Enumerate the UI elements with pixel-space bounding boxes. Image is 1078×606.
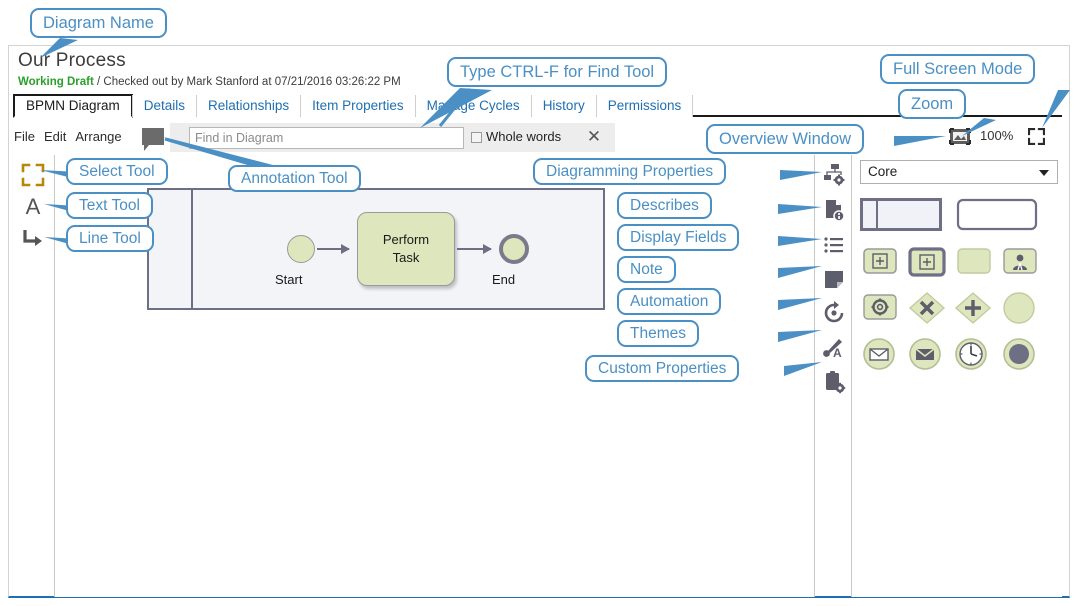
bpmn-lane-divider	[191, 190, 193, 308]
chevron-down-icon	[1039, 170, 1049, 176]
exclusive-gateway-shape[interactable]	[908, 291, 946, 330]
close-icon[interactable]: ✕	[586, 127, 602, 146]
task-shape[interactable]	[956, 247, 992, 280]
tool-palette: A	[9, 155, 55, 597]
search-input[interactable]	[189, 127, 464, 149]
bpmn-sequence-flow-1[interactable]	[317, 244, 350, 254]
list-icon[interactable]	[822, 233, 846, 257]
note-page-icon[interactable]	[822, 267, 846, 291]
whole-words-label[interactable]: Whole words	[486, 129, 562, 144]
callout-zoom: Zoom	[898, 89, 967, 119]
callout-line-tool: Line Tool	[66, 225, 154, 252]
bpmn-task-line1: Perform	[382, 232, 430, 247]
zoom-level[interactable]: 100%	[980, 128, 1014, 143]
menu-file[interactable]: File	[14, 129, 35, 144]
callout-diagramming-properties: Diagramming Properties	[533, 158, 727, 185]
bpmn-start-event[interactable]	[287, 235, 315, 263]
property-icon-strip: A	[816, 155, 852, 597]
timer-event-shape[interactable]	[954, 337, 988, 376]
service-task-shape[interactable]	[862, 293, 898, 326]
bpmn-sequence-flow-2[interactable]	[457, 244, 492, 254]
speech-bubble-icon[interactable]	[142, 128, 164, 151]
callout-describes: Describes	[617, 192, 712, 219]
end-event-shape[interactable]	[1002, 337, 1036, 376]
callout-select-tool: Select Tool	[66, 158, 168, 185]
pool-shape[interactable]	[860, 198, 942, 236]
user-task-shape[interactable]	[1002, 247, 1038, 280]
callout-themes: Themes	[617, 320, 699, 347]
line-arrow-icon[interactable]	[21, 227, 45, 251]
tab-relationships[interactable]: Relationships	[196, 95, 302, 117]
find-toolbar: Whole words ✕	[170, 123, 615, 152]
callout-automation: Automation	[617, 288, 722, 315]
menu-edit[interactable]: Edit	[43, 129, 67, 144]
message-start-event-shape[interactable]	[862, 337, 896, 376]
menu-arrange[interactable]: Arrange	[75, 129, 122, 144]
bpmn-task-line2: Task	[392, 250, 420, 265]
bpmn-end-event[interactable]	[499, 234, 529, 264]
palette-category-select[interactable]: Core	[860, 160, 1058, 184]
bpmn-task[interactable]: Perform Task	[357, 212, 455, 286]
callout-text-tool: Text Tool	[66, 192, 153, 219]
lane-shape[interactable]	[956, 198, 1038, 236]
tab-item-properties[interactable]: Item Properties	[300, 95, 416, 117]
callout-display-fields: Display Fields	[617, 224, 740, 251]
callout-full-screen: Full Screen Mode	[880, 54, 1036, 84]
start-event-shape[interactable]	[1002, 291, 1036, 330]
brush-a-icon[interactable]: A	[822, 335, 846, 360]
overview-window-icon[interactable]	[949, 128, 971, 145]
full-screen-icon[interactable]	[1027, 127, 1046, 146]
callout-custom-properties: Custom Properties	[585, 355, 740, 382]
bpmn-end-label: End	[492, 272, 516, 287]
tab-permissions[interactable]: Permissions	[595, 95, 694, 117]
clipboard-gear-icon[interactable]	[822, 370, 846, 394]
sub-process-shape[interactable]	[862, 247, 898, 280]
automation-refresh-icon[interactable]	[822, 301, 846, 325]
callout-overview: Overview Window	[706, 124, 865, 154]
parallel-gateway-shape[interactable]	[954, 291, 992, 330]
whole-words-checkbox[interactable]	[471, 132, 482, 143]
palette-category-value: Core	[868, 164, 898, 179]
diagram-gear-icon[interactable]	[822, 163, 846, 187]
callout-annotation-tool: Annotation Tool	[228, 165, 361, 192]
status-detail: / Checked out by Mark Stanford at 07/21/…	[93, 76, 401, 88]
document-info-icon[interactable]	[822, 198, 846, 222]
text-tool-icon[interactable]: A	[25, 194, 41, 219]
callout-note: Note	[617, 256, 676, 283]
document-status: Working Draft / Checked out by Mark Stan…	[18, 76, 401, 88]
call-activity-shape[interactable]	[908, 247, 946, 282]
bpmn-pool[interactable]: Start Perform Task End	[147, 188, 605, 310]
bpmn-start-label: Start	[275, 272, 303, 287]
tab-bpmn-diagram[interactable]: BPMN Diagram	[13, 94, 133, 118]
svg-text:A: A	[833, 346, 842, 359]
callout-find-tool: Type CTRL-F for Find Tool	[447, 57, 668, 87]
select-brackets-icon[interactable]	[21, 163, 45, 187]
status-badge: Working Draft	[18, 76, 94, 88]
shape-palette: Core	[852, 155, 1062, 597]
menu-row: File Edit Arrange	[14, 124, 1062, 152]
callout-diagram-name: Diagram Name	[30, 8, 167, 38]
message-event-shape[interactable]	[908, 337, 942, 376]
